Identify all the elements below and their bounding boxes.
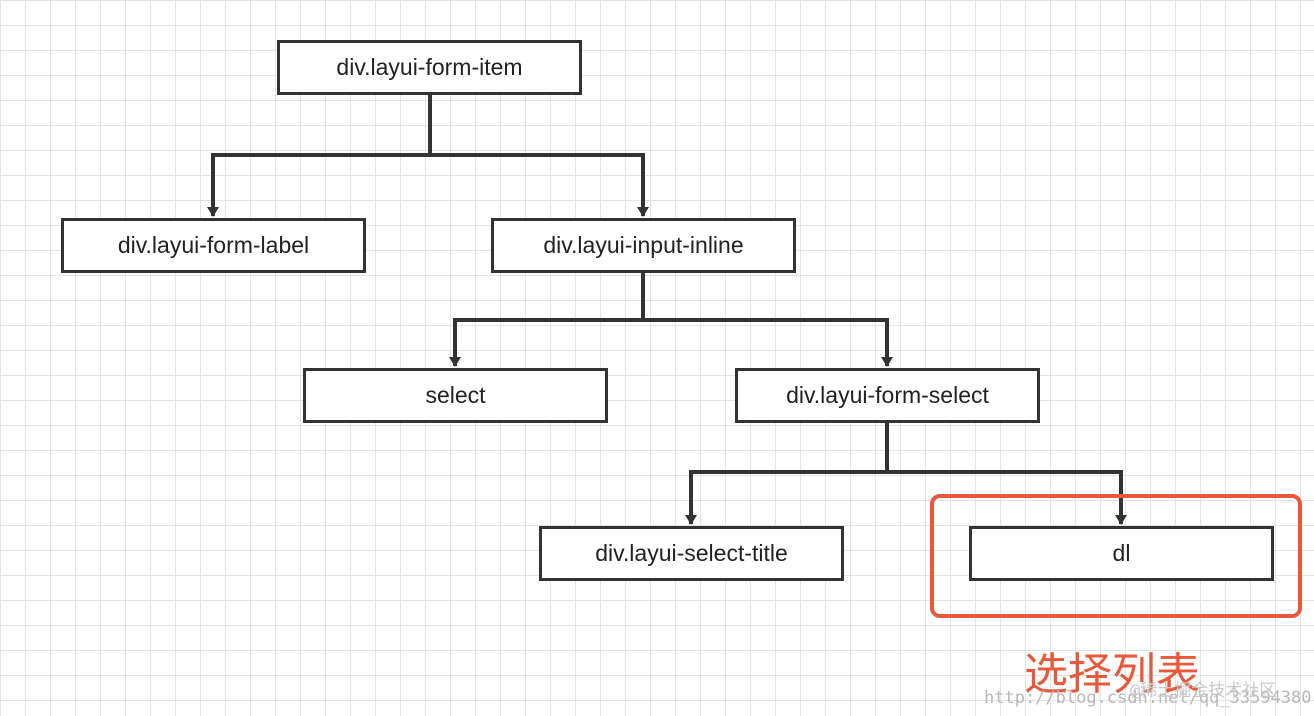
connector-form_select-to-select_title	[685, 470, 887, 525]
dl-highlight-box	[930, 494, 1302, 618]
watermark-url: http://blog.csdn.net/qq_33594380	[984, 688, 1312, 708]
node-form-select: div.layui-form-select	[735, 368, 1040, 423]
node-form-item: div.layui-form-item	[277, 40, 582, 95]
annotation-label: 选择列表	[1024, 649, 1200, 700]
node-select-title: div.layui-select-title	[539, 526, 844, 581]
connector-form_select-to-dl	[887, 470, 1127, 525]
connector-input_inline-to-form_select	[643, 318, 893, 367]
node-form-label: div.layui-form-label	[61, 218, 366, 273]
node-input-inline: div.layui-input-inline	[491, 218, 796, 273]
node-select: select	[303, 368, 608, 423]
connector-form_item-to-form_label	[207, 153, 430, 217]
connector-form_item-to-input_inline	[430, 153, 649, 217]
connector-input_inline-to-select	[449, 318, 643, 367]
node-dl: dl	[969, 526, 1274, 581]
watermark-site: @稀土掘金技术社区	[1130, 681, 1277, 701]
